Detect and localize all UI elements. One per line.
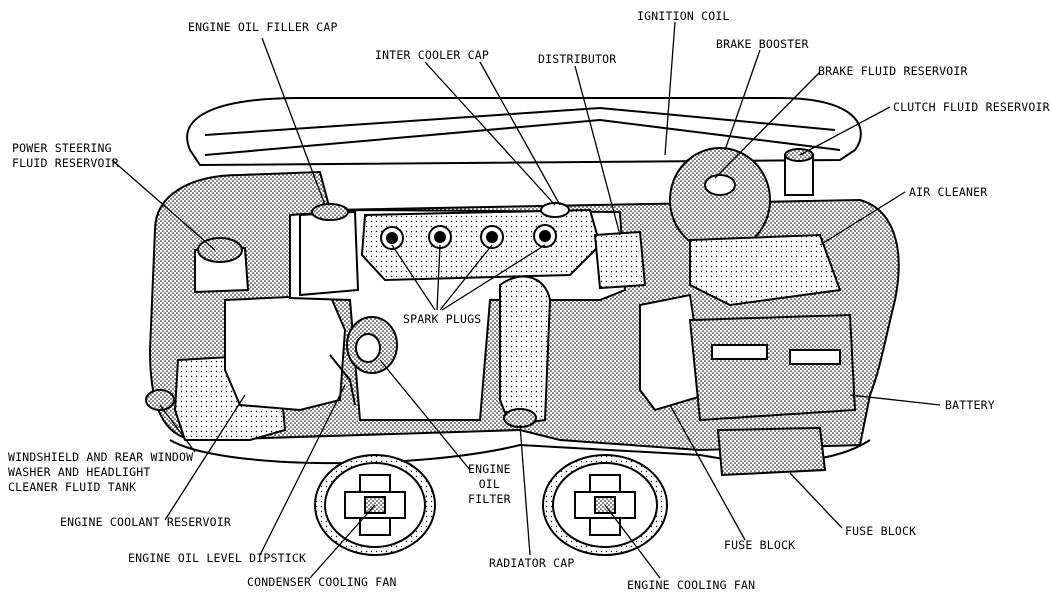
leader-ignition-coil xyxy=(664,21,676,156)
leader-inter-cooler-cap-2 xyxy=(479,61,561,206)
power-steering-reservoir-shape xyxy=(194,237,250,294)
oil-filter-shape xyxy=(346,316,398,374)
distributor-shape xyxy=(593,230,647,290)
label-engine-cooling-fan: ENGINE COOLING FAN xyxy=(627,578,756,592)
leader-spark-plug-3 xyxy=(439,244,493,311)
label-brake-booster: BRAKE BOOSTER xyxy=(716,37,809,51)
air-cleaner-shape xyxy=(689,233,842,307)
label-fuse-block-right: FUSE BLOCK xyxy=(845,524,917,538)
inter-cooler-cap-shape xyxy=(540,202,570,218)
label-distributor: DISTRIBUTOR xyxy=(538,52,617,66)
label-clutch-fluid-reservoir: CLUTCH FLUID RESERVOIR xyxy=(893,100,1050,114)
oil-filler-cap-shape xyxy=(299,203,360,297)
dipstick-shape xyxy=(329,354,356,406)
washer-cap-shape xyxy=(145,389,175,411)
leader-oil-filter xyxy=(379,359,471,471)
label-air-cleaner: AIR CLEANER xyxy=(909,185,988,199)
label-oil-filter-line2: OIL xyxy=(478,477,501,491)
radiator-cap-shape xyxy=(503,408,537,428)
fuse-block-right-shape xyxy=(716,426,827,477)
label-engine-oil-filler-cap: ENGINE OIL FILLER CAP xyxy=(188,20,338,34)
leader-clutch-fluid xyxy=(799,106,891,156)
leader-inter-cooler-cap xyxy=(424,61,556,206)
leader-engine-fan xyxy=(604,504,661,579)
label-battery: BATTERY xyxy=(945,398,995,412)
leader-battery xyxy=(849,394,941,406)
coolant-reservoir-body xyxy=(224,293,347,412)
label-engine-oil-level-dipstick: ENGINE OIL LEVEL DIPSTICK xyxy=(128,551,307,565)
cowl-inner-line xyxy=(204,106,836,136)
cowl-outline xyxy=(186,97,862,167)
label-washer-line2: WASHER AND HEADLIGHT xyxy=(8,465,151,479)
label-engine-oil-filter: ENGINE OIL FILTER xyxy=(468,462,511,507)
leader-spark-plug-1 xyxy=(391,244,436,311)
cowl-lower-line xyxy=(204,118,841,156)
label-ignition-coil: IGNITION COIL xyxy=(637,9,730,23)
label-oil-filter-line1: ENGINE xyxy=(468,462,511,476)
leader-spark-plug-4 xyxy=(441,244,546,311)
fuse-block-shape xyxy=(639,293,707,412)
leader-brake-booster xyxy=(724,49,761,151)
label-power-steering-line1: POWER STEERING xyxy=(12,141,112,155)
leader-distributor xyxy=(574,65,621,236)
leader-engine-oil-filler-cap xyxy=(261,37,326,206)
intake-tube xyxy=(499,275,552,427)
leader-radiator-cap xyxy=(519,424,531,556)
label-engine-coolant-reservoir: ENGINE COOLANT RESERVOIR xyxy=(60,515,231,529)
brake-booster-shape xyxy=(669,147,771,253)
leader-brake-fluid xyxy=(714,71,821,179)
spark-plug-caps xyxy=(380,224,557,250)
leader-coolant xyxy=(164,394,246,521)
label-washer-line3: CLEANER FLUID TANK xyxy=(8,480,137,494)
label-power-steering-fluid-reservoir: POWER STEERING FLUID RESERVOIR xyxy=(12,141,119,171)
leader-dipstick xyxy=(259,384,346,556)
label-power-steering-line2: FLUID RESERVOIR xyxy=(12,156,119,170)
leader-fuse-block-center xyxy=(669,404,746,541)
battery-shape xyxy=(688,313,857,422)
label-washer-fluid-tank: WINDSHIELD AND REAR WINDOW WASHER AND HE… xyxy=(8,450,193,495)
label-oil-filter-line3: FILTER xyxy=(468,492,511,506)
label-condenser-cooling-fan: CONDENSER COOLING FAN xyxy=(247,575,397,589)
label-fuse-block-center: FUSE BLOCK xyxy=(724,538,796,552)
label-washer-line1: WINDSHIELD AND REAR WINDOW xyxy=(8,450,194,464)
leader-power-steering xyxy=(111,159,216,251)
label-radiator-cap: RADIATOR CAP xyxy=(489,556,575,570)
label-brake-fluid-reservoir: BRAKE FLUID RESERVOIR xyxy=(818,64,968,78)
clutch-reservoir-shape xyxy=(784,148,814,196)
label-spark-plugs: SPARK PLUGS xyxy=(403,312,482,327)
leader-fuse-block-right xyxy=(789,472,843,529)
label-inter-cooler-cap: INTER COOLER CAP xyxy=(375,48,489,62)
leader-washer-tank xyxy=(159,404,196,453)
leader-lines xyxy=(111,21,941,579)
leader-condenser-fan xyxy=(309,504,376,579)
leader-air-cleaner xyxy=(819,191,906,246)
leader-spark-plug-2 xyxy=(436,244,441,311)
